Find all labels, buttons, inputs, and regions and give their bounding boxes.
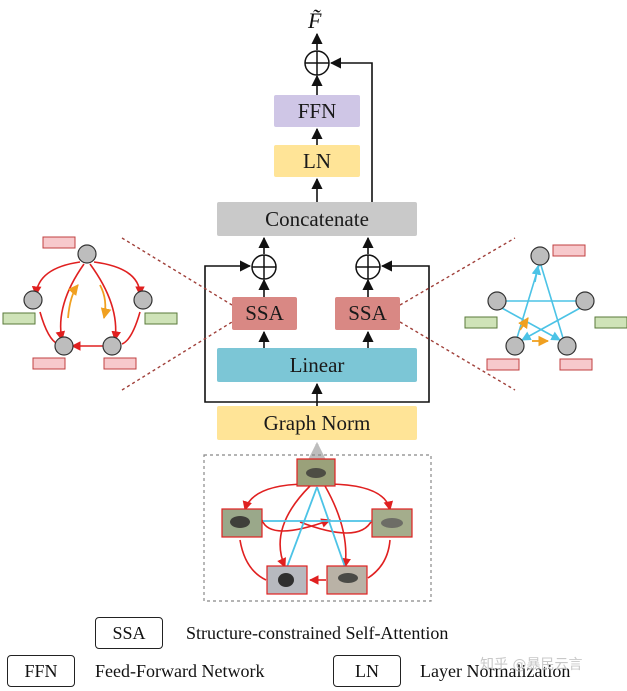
bird-image [296, 458, 336, 487]
add-icon [304, 50, 330, 76]
left-attention-graph [2, 236, 178, 370]
feature-vector [144, 312, 178, 325]
bird-image [221, 508, 263, 538]
legend-ssa-box: SSA [95, 617, 163, 649]
graph-node [505, 336, 525, 356]
flow-arrows [204, 32, 430, 406]
legend-ln-box: LN [333, 655, 401, 687]
input-graph [203, 454, 432, 602]
ffn-block: FFN [274, 95, 360, 127]
graph-norm-block: Graph Norm [217, 406, 417, 440]
bird-image [326, 565, 368, 595]
watermark: 知乎 @暴民云言 [480, 657, 583, 673]
feature-vector [32, 357, 66, 370]
legend-ln-desc: Layer Normalization [420, 661, 571, 681]
graph-node [575, 291, 595, 311]
feature-vector [42, 236, 76, 249]
feature-vector [594, 316, 627, 329]
feature-vector [464, 316, 498, 329]
legend-ffn-box: FFN [7, 655, 75, 687]
graph-node [530, 246, 550, 266]
feature-vector [103, 357, 137, 370]
graph-node [487, 291, 507, 311]
graph-node [54, 336, 74, 356]
graph-node [557, 336, 577, 356]
graph-node [77, 244, 97, 264]
right-attention-graph [464, 244, 627, 371]
ln-block: LN [274, 145, 360, 177]
linear-block: Linear [217, 348, 417, 382]
output-label: F̃ [308, 8, 322, 33]
concatenate-block: Concatenate [217, 202, 417, 236]
projection-lines [121, 237, 516, 391]
feature-vector [2, 312, 36, 325]
feature-vector [486, 358, 520, 371]
add-icon [355, 254, 381, 280]
feature-vector [559, 358, 593, 371]
bird-image [266, 565, 308, 595]
ssa-block-left: SSA [232, 297, 297, 330]
feature-vector [552, 244, 586, 257]
ssa-block-right: SSA [335, 297, 400, 330]
graph-node [23, 290, 43, 310]
add-icon [251, 254, 277, 280]
graph-node [102, 336, 122, 356]
legend-ffn-desc: Feed-Forward Network [95, 661, 265, 681]
bird-image [371, 508, 413, 538]
legend-ssa-desc: Structure-constrained Self-Attention [186, 623, 449, 643]
graph-node [133, 290, 153, 310]
